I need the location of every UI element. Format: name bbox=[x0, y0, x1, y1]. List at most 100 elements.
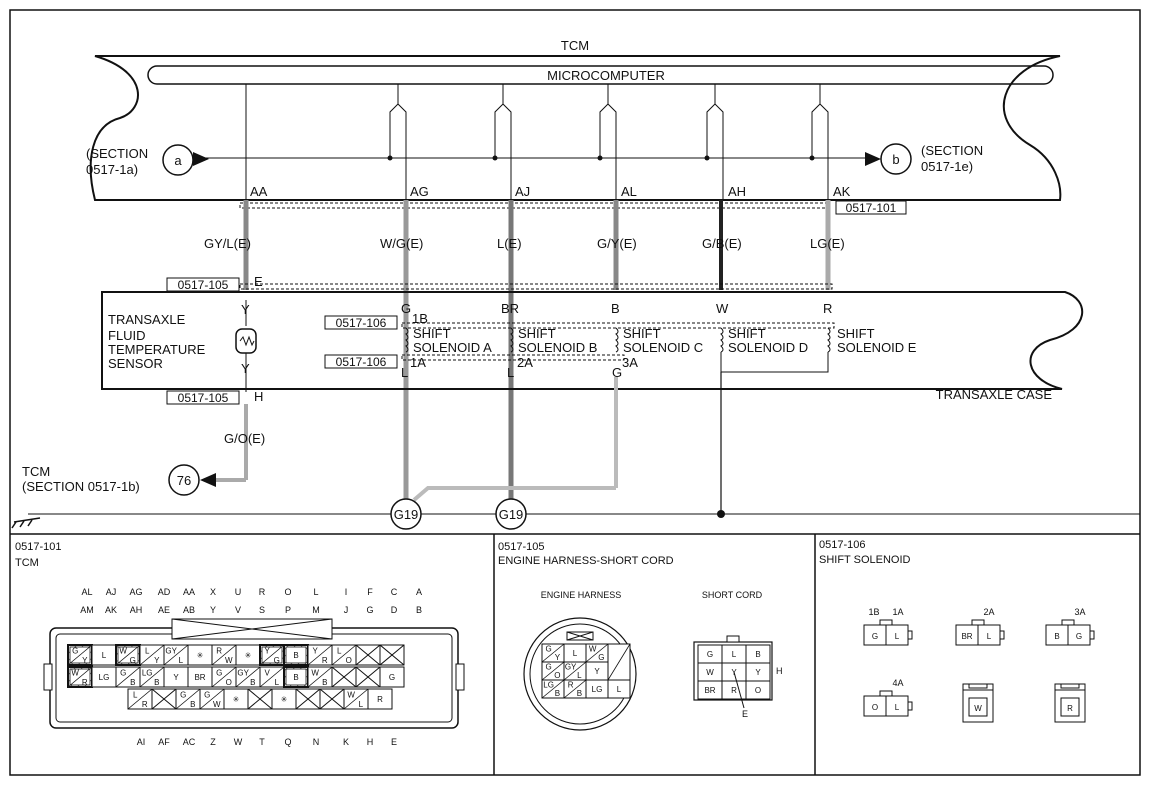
cell-label: R bbox=[568, 681, 574, 690]
solenoid-b-1: SHIFT bbox=[518, 326, 556, 341]
cell-label: LG bbox=[592, 685, 603, 694]
wire-l-lower-1: L bbox=[401, 365, 408, 380]
pin-label: AM bbox=[80, 605, 94, 615]
pin-label: H bbox=[367, 737, 374, 747]
cell-label: W bbox=[213, 700, 221, 709]
cell-label: L bbox=[577, 671, 582, 680]
cell-label: W bbox=[589, 645, 597, 654]
cell-label: LG bbox=[99, 673, 110, 682]
cell-label: ✳ bbox=[197, 651, 204, 660]
pin-cell: B bbox=[1054, 632, 1059, 641]
section-left-1: (SECTION bbox=[86, 146, 148, 161]
wire-r: R bbox=[823, 301, 832, 316]
solenoid-d-2: SOLENOID D bbox=[728, 340, 808, 355]
tcm-title: TCM bbox=[561, 38, 589, 53]
short-cord-h: H bbox=[776, 666, 783, 676]
transaxle-case-label: TRANSAXLE CASE bbox=[936, 387, 1053, 402]
pin-cell: R bbox=[1067, 704, 1073, 713]
pin-label: B bbox=[416, 605, 422, 615]
solenoid-e-2: SOLENOID E bbox=[837, 340, 917, 355]
wire-g-lower: G bbox=[612, 365, 622, 380]
wire-l-lower-2: L bbox=[507, 365, 514, 380]
wire-gb: G/B(E) bbox=[702, 236, 742, 251]
arrow-a bbox=[193, 152, 209, 166]
pin-label: X bbox=[210, 587, 216, 597]
pin-al: AL bbox=[621, 184, 637, 199]
arrow-76 bbox=[200, 473, 216, 487]
panel3-label-1b: 1B bbox=[868, 607, 879, 617]
pin-label: O bbox=[284, 587, 291, 597]
solenoid-c-2: SOLENOID C bbox=[623, 340, 703, 355]
ref-101: 0517-101 bbox=[846, 201, 897, 215]
connector-cell bbox=[745, 680, 771, 700]
arrow-b bbox=[865, 152, 881, 166]
ground-icon bbox=[11, 517, 41, 529]
pin-2a: 2A bbox=[517, 355, 533, 370]
pin-label: AK bbox=[105, 605, 117, 615]
cell-label: B bbox=[577, 689, 582, 698]
pin-label: AA bbox=[183, 587, 195, 597]
pin-label: V bbox=[235, 605, 241, 615]
cell-label: BR bbox=[194, 673, 205, 682]
cell-label: G bbox=[130, 656, 136, 665]
pin-label: AI bbox=[137, 737, 146, 747]
pin-label: M bbox=[312, 605, 320, 615]
pin-ak: AK bbox=[833, 184, 851, 199]
cell-label: B bbox=[293, 651, 298, 660]
cell-label: O bbox=[346, 656, 352, 665]
wire-wg: W/G(E) bbox=[380, 236, 423, 251]
cell-label: Y bbox=[555, 653, 561, 662]
cell-label: Y bbox=[265, 646, 271, 655]
connector-106-band-lower bbox=[401, 354, 625, 361]
connector-101-band bbox=[239, 202, 831, 209]
pin-label: Q bbox=[284, 737, 291, 747]
cell-label: B bbox=[130, 678, 135, 687]
pin-label: D bbox=[391, 605, 398, 615]
cell-label: W bbox=[71, 668, 79, 677]
pin-cell: L bbox=[987, 632, 992, 641]
pin-label: K bbox=[343, 737, 349, 747]
panel2-name: ENGINE HARNESS-SHORT CORD bbox=[498, 555, 674, 567]
cell-label: L bbox=[573, 649, 578, 658]
cell-label: G bbox=[598, 653, 604, 662]
cell-label: V bbox=[265, 668, 271, 677]
pin-1b: 1B bbox=[412, 311, 428, 326]
cell-label: Y bbox=[313, 646, 319, 655]
panel2-code: 0517-105 bbox=[498, 541, 545, 553]
wire-y-2: Y bbox=[241, 361, 250, 376]
cell-label: B bbox=[555, 689, 560, 698]
wire-br: BR bbox=[501, 301, 519, 316]
cell-label: LG bbox=[142, 668, 153, 677]
pin-label: AH bbox=[130, 605, 143, 615]
connector-b bbox=[880, 143, 912, 175]
cell-label: O bbox=[755, 686, 761, 695]
pin-label: F bbox=[367, 587, 373, 597]
cell-label: L bbox=[337, 646, 342, 655]
page-border bbox=[9, 9, 1141, 776]
pin-ag: AG bbox=[410, 184, 429, 199]
cell-label: GY bbox=[165, 646, 177, 655]
wire-w: W bbox=[716, 301, 729, 316]
panel3-label-3a: 3A bbox=[1074, 607, 1085, 617]
panel3-label-1a: 1A bbox=[892, 607, 903, 617]
connector-76-label: 76 bbox=[177, 473, 191, 488]
connector-106-band-upper bbox=[401, 322, 835, 329]
ref-105-box-lower bbox=[166, 390, 240, 405]
connector-b-label: b bbox=[892, 152, 899, 167]
pin-label: P bbox=[285, 605, 291, 615]
cell-label: Y bbox=[82, 656, 88, 665]
wire-y-1: Y bbox=[241, 302, 250, 317]
cell-label: W bbox=[706, 668, 714, 677]
cell-label: W bbox=[225, 656, 233, 665]
tcm-left-1: TCM bbox=[22, 464, 50, 479]
cell-label: B bbox=[154, 678, 159, 687]
pin-cell: O bbox=[872, 703, 878, 712]
ground-g19-2-label: G19 bbox=[499, 507, 524, 522]
pin-label: C bbox=[391, 587, 398, 597]
cell-label: GY bbox=[565, 663, 577, 672]
cell-label: B bbox=[322, 678, 327, 687]
